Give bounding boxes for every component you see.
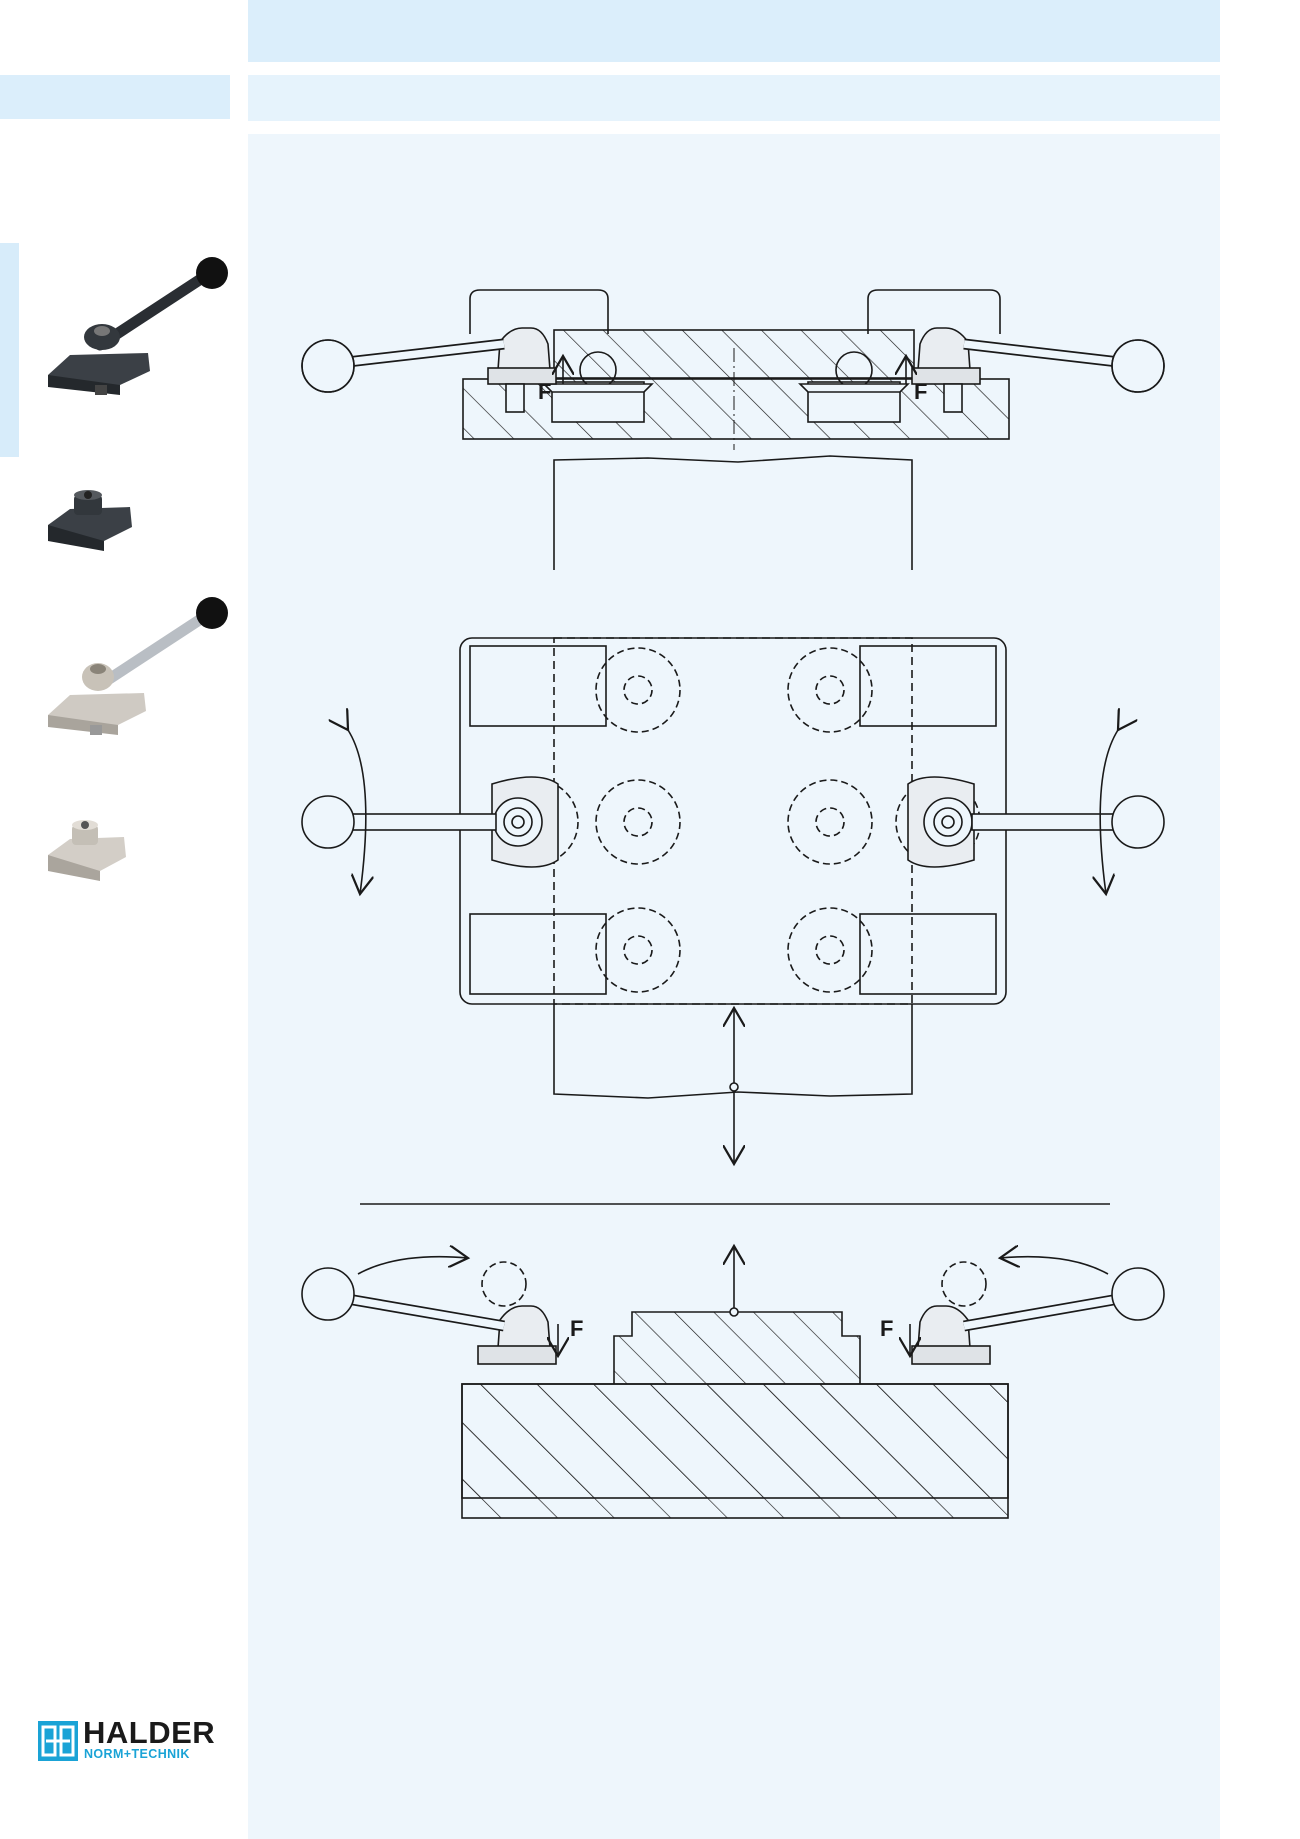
product-thumb-cam-clamp-black[interactable] (40, 245, 230, 415)
halder-logo: HALDER NORM+TECHNIK (38, 1715, 238, 1764)
clamp-nut-steel-icon (48, 820, 126, 881)
product-thumb-cam-clamp-steel[interactable] (40, 585, 230, 755)
force-label-release-left: F (570, 1316, 583, 1341)
view-clamped-section (301, 289, 1165, 450)
sidebar-header-band (0, 75, 230, 119)
logo-name: HALDER (83, 1715, 216, 1750)
subheader-band (248, 75, 1220, 121)
halder-mark-icon (38, 1721, 78, 1761)
clamp-nut-black-icon (48, 490, 132, 551)
cam-clamp-steel-icon (48, 597, 228, 735)
clamping-technical-drawing: F F (301, 289, 1165, 1519)
force-label-right: F (914, 379, 927, 404)
header-band (248, 0, 1220, 62)
product-thumb-clamp-nut-steel[interactable] (40, 815, 230, 905)
force-label-release-right: F (880, 1316, 893, 1341)
cam-clamp-black-icon (48, 257, 228, 395)
view-top-plan (301, 455, 1165, 1164)
product-thumb-clamp-nut-black[interactable] (40, 485, 230, 575)
view-release-section (301, 1246, 1165, 1519)
sidebar-active-marker (0, 243, 19, 457)
force-label-left: F (538, 379, 551, 404)
logo-tagline: NORM+TECHNIK (84, 1747, 190, 1761)
